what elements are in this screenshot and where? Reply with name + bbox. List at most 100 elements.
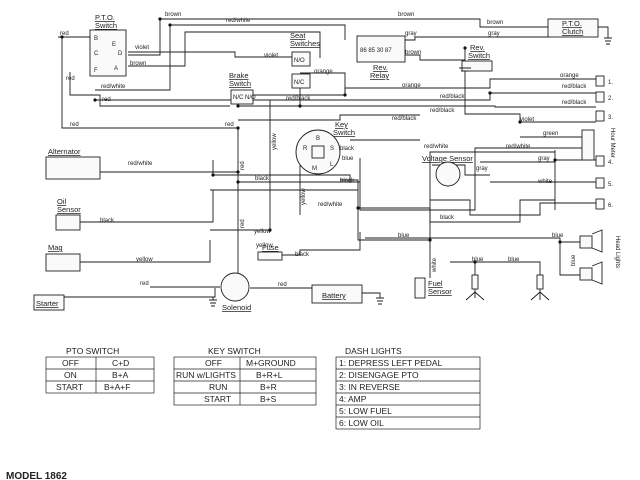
- head-lights: Head Lights: [579, 229, 620, 285]
- svg-text:brown: brown: [487, 20, 503, 26]
- battery: Battery: [311, 284, 363, 304]
- svg-text:blue: blue: [508, 257, 520, 263]
- mag: Mag: [45, 243, 81, 272]
- pto-switch-label: P.T.O.: [95, 13, 115, 22]
- svg-text:yellow: yellow: [272, 133, 278, 150]
- svg-text:Clutch: Clutch: [562, 27, 583, 36]
- svg-text:Rev.: Rev.: [373, 63, 388, 72]
- svg-text:3.: 3.: [608, 115, 613, 121]
- svg-text:B+A: B+A: [112, 370, 129, 380]
- svg-text:red/white: red/white: [424, 144, 449, 150]
- svg-text:violet: violet: [135, 45, 149, 51]
- svg-text:Fuel: Fuel: [428, 279, 443, 288]
- svg-text:Switch: Switch: [468, 51, 490, 60]
- svg-text:Solenoid: Solenoid: [222, 303, 251, 312]
- svg-text:R: R: [303, 146, 308, 152]
- svg-text:white: white: [432, 257, 438, 273]
- svg-text:black: black: [340, 146, 355, 152]
- svg-text:gray: gray: [405, 31, 417, 37]
- svg-text:4: AMP: 4: AMP: [339, 394, 367, 404]
- svg-text:RUN w/LIGHTS: RUN w/LIGHTS: [176, 370, 236, 380]
- svg-text:blue: blue: [571, 254, 577, 266]
- svg-text:L: L: [330, 162, 334, 168]
- svg-text:OFF: OFF: [205, 358, 222, 368]
- svg-text:red: red: [60, 31, 69, 37]
- svg-text:red: red: [240, 161, 246, 170]
- svg-text:OFF: OFF: [62, 358, 79, 368]
- svg-text:Voltage Sensor: Voltage Sensor: [422, 154, 473, 163]
- svg-text:red: red: [225, 122, 234, 128]
- svg-text:1: DEPRESS LEFT PEDAL: 1: DEPRESS LEFT PEDAL: [339, 358, 443, 368]
- svg-text:red: red: [66, 76, 75, 82]
- junction-dots: [60, 17, 562, 264]
- rev-switch: Rev. Switch: [461, 43, 493, 72]
- svg-text:red/black: red/black: [286, 96, 311, 102]
- svg-text:Relay: Relay: [370, 71, 389, 80]
- solenoid: Solenoid: [220, 272, 251, 312]
- svg-text:1.: 1.: [608, 80, 613, 86]
- seat-switches: Seat Switches N/O N/C: [290, 31, 320, 89]
- svg-text:yellow: yellow: [254, 229, 271, 235]
- pto-clutch: P.T.O. Clutch: [547, 18, 599, 38]
- svg-text:red: red: [102, 97, 111, 103]
- svg-text:B+R: B+R: [260, 382, 277, 392]
- svg-text:D: D: [118, 51, 123, 57]
- dash-table-title: DASH LIGHTS: [345, 346, 402, 356]
- svg-text:red/black: red/black: [392, 116, 417, 122]
- svg-text:B+S: B+S: [260, 394, 277, 404]
- hour-meter: Hour Meter: [581, 128, 615, 161]
- svg-text:Head Lights: Head Lights: [614, 236, 620, 268]
- svg-text:Mag: Mag: [48, 243, 63, 252]
- svg-text:black: black: [440, 215, 455, 221]
- svg-text:6.: 6.: [608, 203, 613, 209]
- key-switch-table: KEY SWITCH OFF M+GROUND RUN w/LIGHTS B+R…: [173, 346, 317, 406]
- svg-text:red/white: red/white: [506, 144, 531, 150]
- svg-text:A: A: [114, 66, 118, 72]
- wires: [34, 18, 609, 310]
- svg-text:brown: brown: [165, 12, 181, 18]
- svg-text:Battery: Battery: [322, 291, 346, 300]
- rev-relay: 86 85 30 87 Rev. Relay: [356, 35, 406, 80]
- svg-text:red/black: red/black: [562, 100, 587, 106]
- alternator: Alternator: [45, 147, 101, 180]
- svg-text:brown: brown: [130, 61, 146, 67]
- svg-text:4.: 4.: [608, 160, 613, 166]
- svg-text:white: white: [537, 179, 553, 185]
- svg-text:blue: blue: [552, 233, 564, 239]
- pto-switch: P.T.O. Switch B E C D F A: [89, 13, 127, 77]
- svg-text:red/black: red/black: [430, 108, 455, 114]
- svg-text:Key: Key: [335, 120, 348, 129]
- svg-text:N/O: N/O: [294, 58, 305, 64]
- svg-text:Fuse: Fuse: [262, 243, 279, 252]
- svg-text:F: F: [94, 68, 98, 74]
- svg-text:3: IN REVERSE: 3: IN REVERSE: [339, 382, 400, 392]
- svg-text:Sensor: Sensor: [428, 287, 452, 296]
- svg-text:yellow: yellow: [256, 243, 273, 249]
- svg-text:Brake: Brake: [229, 71, 249, 80]
- svg-text:red/white: red/white: [226, 18, 251, 24]
- key-table-title: KEY SWITCH: [208, 346, 261, 356]
- svg-text:green: green: [543, 131, 558, 137]
- svg-text:brown: brown: [405, 50, 421, 56]
- svg-text:M: M: [312, 166, 317, 172]
- svg-text:gray: gray: [476, 166, 488, 172]
- svg-text:Oil: Oil: [57, 197, 67, 206]
- svg-text:Alternator: Alternator: [48, 147, 81, 156]
- svg-text:Seat: Seat: [290, 31, 306, 40]
- svg-text:orange: orange: [402, 83, 421, 89]
- svg-text:2: DISENGAGE PTO: 2: DISENGAGE PTO: [339, 370, 419, 380]
- svg-text:red: red: [278, 282, 287, 288]
- svg-text:5: LOW FUEL: 5: LOW FUEL: [339, 406, 392, 416]
- oil-sensor: Oil Sensor: [55, 197, 81, 231]
- svg-text:S: S: [330, 146, 334, 152]
- svg-text:violet: violet: [520, 117, 534, 123]
- svg-text:Sensor: Sensor: [57, 205, 81, 214]
- pto-table-title: PTO SWITCH: [66, 346, 119, 356]
- svg-text:blue: blue: [342, 156, 354, 162]
- svg-text:B+R+L: B+R+L: [256, 370, 283, 380]
- key-switch: Key Switch B R S L M: [295, 120, 355, 175]
- svg-text:black: black: [295, 252, 310, 258]
- svg-text:B: B: [94, 36, 98, 42]
- dash-lights: 1. 2. 3. 4. 5. 6.: [595, 75, 613, 210]
